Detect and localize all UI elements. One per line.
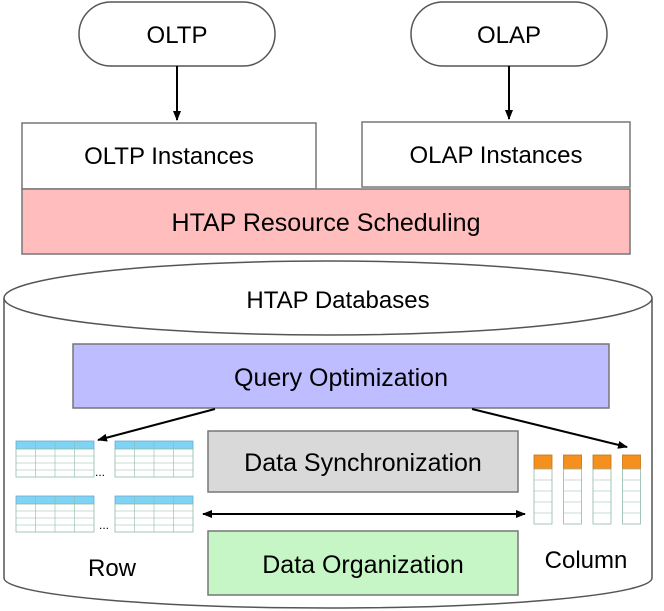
column-bar bbox=[563, 454, 582, 525]
olap-instances-box: OLAP Instances bbox=[361, 121, 631, 188]
column-bar bbox=[533, 454, 553, 525]
olap-workload-node: OLAP bbox=[410, 1, 608, 67]
row-ellipsis-top: ... bbox=[95, 465, 105, 479]
column-label: Column bbox=[545, 547, 628, 574]
oltp-workload-node: OLTP bbox=[78, 1, 276, 67]
row-ellipsis-bottom: ... bbox=[99, 518, 109, 532]
query-optimization-box: Query Optimization bbox=[72, 343, 610, 409]
row-table bbox=[15, 440, 95, 478]
resource-scheduling-box: HTAP Resource Scheduling bbox=[21, 188, 631, 255]
olap-instances-label: OLAP Instances bbox=[410, 142, 583, 169]
row-store: ... ... Row bbox=[15, 440, 194, 582]
row-label: Row bbox=[88, 555, 137, 582]
olap-workload-label: OLAP bbox=[477, 22, 541, 49]
column-bar bbox=[622, 454, 641, 525]
row-table bbox=[15, 495, 95, 533]
column-store: Column bbox=[533, 454, 641, 574]
query-optimization-label: Query Optimization bbox=[234, 364, 448, 392]
row-table bbox=[114, 495, 194, 533]
oltp-workload-label: OLTP bbox=[147, 22, 208, 49]
oltp-instances-box: OLTP Instances bbox=[21, 122, 317, 190]
row-table bbox=[114, 440, 194, 478]
resource-scheduling-label: HTAP Resource Scheduling bbox=[172, 209, 481, 237]
oltp-instances-label: OLTP Instances bbox=[84, 143, 254, 170]
query-to-column-arrow bbox=[471, 408, 628, 449]
htap-databases-label: HTAP Databases bbox=[246, 287, 429, 314]
data-organization-box: Data Organization bbox=[207, 530, 519, 596]
column-bar bbox=[592, 454, 612, 525]
data-synchronization-box: Data Synchronization bbox=[207, 430, 519, 493]
data-synchronization-label: Data Synchronization bbox=[244, 449, 482, 477]
query-to-row-arrow bbox=[97, 408, 216, 442]
data-organization-label: Data Organization bbox=[262, 551, 464, 579]
